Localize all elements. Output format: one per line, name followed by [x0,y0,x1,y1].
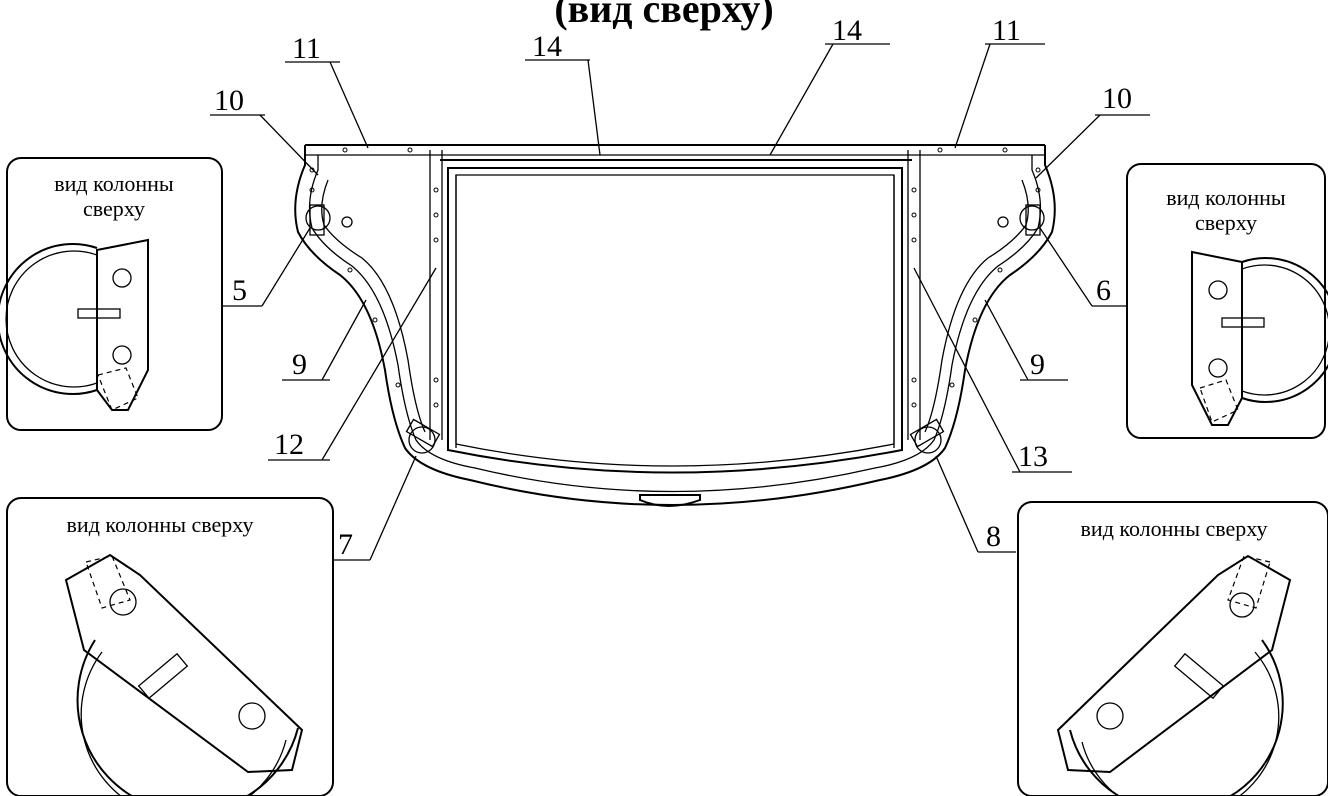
column-plate [96,238,149,411]
column-arc [0,243,98,395]
callout-9-left: 9 [292,348,307,381]
column-plate [1191,250,1243,426]
callout-8: 8 [986,520,1001,553]
inset-bottom-right: вид колонны сверху [1017,501,1328,796]
column-fixture-7 [405,418,441,454]
callout-6: 6 [1096,274,1111,307]
callout-12: 12 [274,428,304,461]
callout-14-left: 14 [532,30,562,63]
callout-10-left: 10 [214,84,244,117]
rivets [309,147,1041,408]
callout-11-right: 11 [992,14,1021,47]
callout-14-right: 14 [832,14,862,47]
column-fixture-8 [909,418,945,454]
inset-top-left: вид колонны сверху [0,157,223,431]
inner-frame [447,167,903,474]
inner-frame-inset [455,174,895,467]
callout-7: 7 [338,528,353,561]
inset-top-left-caption-2: сверху [83,196,145,221]
column-fixture-5 [305,204,353,236]
column-plate [64,553,304,774]
callout-9-right: 9 [1030,348,1045,381]
callout-13: 13 [1018,440,1048,473]
callout-10-right: 10 [1102,82,1132,115]
inset-bottom-left-caption: вид колонны сверху [67,512,254,537]
drawing-title: (вид сверху) [554,0,773,31]
callouts: 11 14 14 11 10 10 5 6 9 9 [210,14,1150,561]
inset-top-left-caption-1: вид колонны [54,171,174,196]
keel-bump [639,494,701,507]
inset-bottom-left: вид колонны сверху [6,497,334,796]
column-arc [76,639,299,796]
hull-third-contour-right [924,179,1029,433]
hull-third-contour [321,179,426,433]
inset-top-right-caption-1: вид колонны [1166,185,1286,210]
inset-top-right: вид колонны сверху [1126,163,1328,439]
callout-11-left: 11 [292,32,321,65]
inset-bottom-right-caption: вид колонны сверху [1081,516,1268,541]
hull-inner-contour [308,155,1042,493]
main-plan-view [294,144,1056,507]
hull-outer-contour [294,145,1056,506]
column-arc [1241,257,1328,403]
callout-5: 5 [232,274,247,307]
inset-top-right-caption-2: сверху [1195,210,1257,235]
column-fixture-6 [997,204,1045,236]
column-arc [1069,639,1284,796]
